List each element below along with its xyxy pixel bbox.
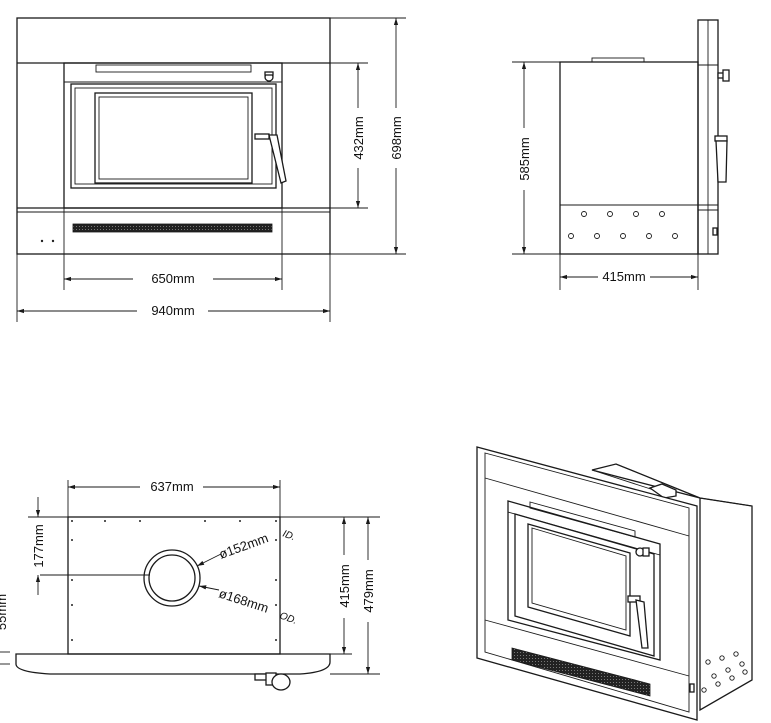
dim-177: 177mm xyxy=(31,497,46,595)
dim-415-side-label: 415mm xyxy=(602,269,645,284)
od-label: OD. xyxy=(278,610,298,626)
air-control-knob xyxy=(264,71,274,82)
side-view: 585mm 415mm xyxy=(512,19,730,290)
dim-650: 650mm xyxy=(64,271,282,286)
iso-fascia xyxy=(476,446,698,721)
firebox-frame xyxy=(63,62,283,209)
dim-479-label: 479mm xyxy=(361,569,376,612)
dim-177-label: 177mm xyxy=(31,524,46,567)
door-glass xyxy=(94,92,253,184)
dim-585: 585mm xyxy=(517,62,532,254)
dim-415-top: 415mm xyxy=(337,517,352,654)
dim-650-label: 650mm xyxy=(151,271,194,286)
dim-168: ø168mm OD. xyxy=(198,585,298,627)
dim-415-side: 415mm xyxy=(560,269,698,284)
dim-side-partial: 55mm xyxy=(0,594,10,665)
side-knob xyxy=(717,69,730,82)
front-view: 650mm 940mm 432mm 698mm xyxy=(16,17,406,322)
isometric-view xyxy=(476,446,753,721)
top-handle xyxy=(254,672,291,691)
dim-698-label: 698mm xyxy=(389,116,404,159)
iso-knob xyxy=(635,547,650,557)
dim-152-label: ø152mm xyxy=(217,530,270,562)
dim-637: 637mm xyxy=(68,479,280,494)
flue-outlet xyxy=(143,549,201,607)
iso-door-glass xyxy=(527,523,631,637)
dim-698: 698mm xyxy=(389,18,404,254)
door-handle xyxy=(254,133,287,184)
dim-415-top-label: 415mm xyxy=(337,564,352,607)
dim-479: 479mm xyxy=(361,517,376,674)
top-view: 637mm 177mm 55mm ø152mm ID. ø168mm OD. xyxy=(0,479,380,691)
iso-vent-holes xyxy=(701,651,748,693)
dim-637-label: 637mm xyxy=(150,479,193,494)
dim-432-label: 432mm xyxy=(351,116,366,159)
side-handle xyxy=(714,135,728,183)
ash-grille xyxy=(72,223,273,233)
iso-grille xyxy=(511,647,651,697)
dim-152: ø152mm ID. xyxy=(196,528,297,567)
door xyxy=(70,83,277,189)
front-outer-frame xyxy=(16,17,331,255)
dim-940-label: 940mm xyxy=(151,303,194,318)
dim-940: 940mm xyxy=(17,303,330,318)
dim-side-partial-label: 55mm xyxy=(0,594,9,630)
top-fascia xyxy=(15,653,331,675)
dim-432: 432mm xyxy=(351,63,366,208)
iso-door xyxy=(514,513,655,657)
vent-holes xyxy=(568,211,678,239)
dim-168-label: ø168mm xyxy=(217,586,270,616)
id-label: ID. xyxy=(281,528,297,543)
iso-handle xyxy=(627,595,649,649)
side-body xyxy=(559,61,699,255)
dim-585-label: 585mm xyxy=(517,137,532,180)
